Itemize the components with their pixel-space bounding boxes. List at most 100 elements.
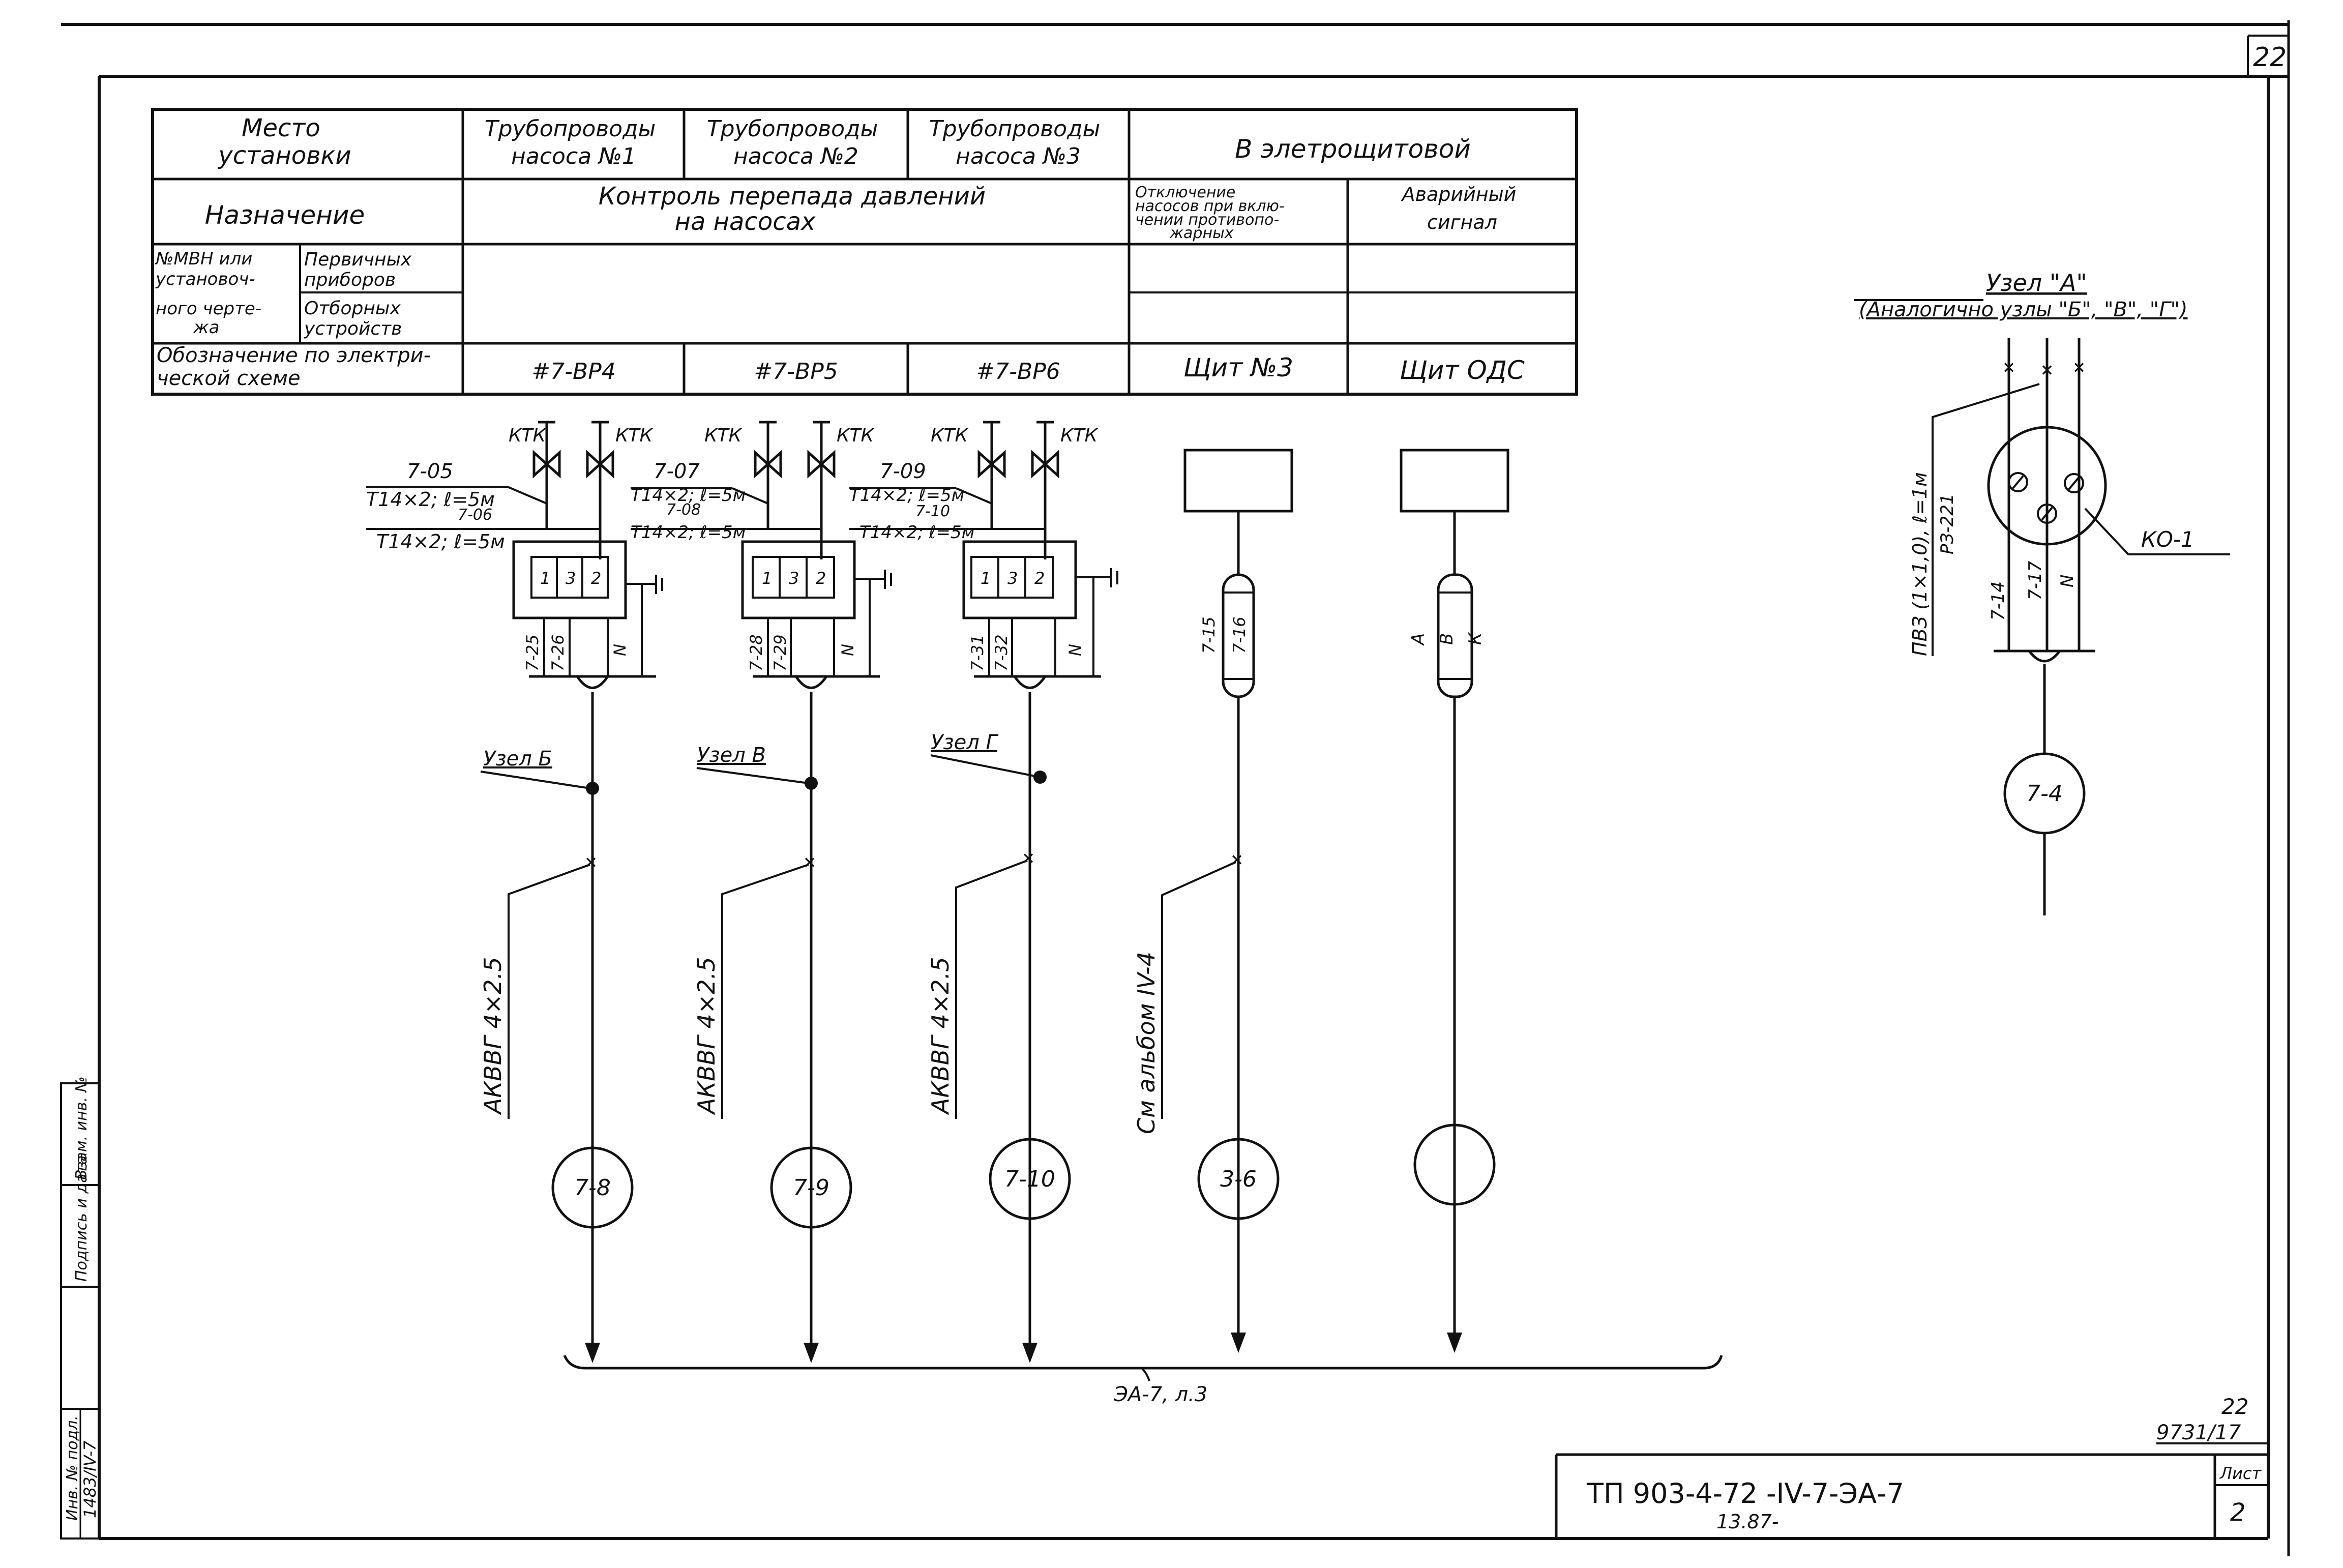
wire-label: А <box>1408 633 1429 646</box>
channel-4: 7-15 7-16 См альбом IV-4 × 3-6 <box>1133 449 1293 1353</box>
terminal-1: 1 <box>540 569 550 588</box>
node-dot <box>586 782 599 795</box>
stamp-inv-value: 1483/IV-7 <box>80 1440 100 1518</box>
row-selection-label-1: Отборных <box>304 298 401 319</box>
wire-label: В <box>1437 633 1457 645</box>
designation-3: #7-ВР6 <box>976 359 1060 384</box>
tube-2-id: 7-08 <box>666 501 701 519</box>
sheet-label: Лист <box>2219 1464 2262 1483</box>
instrument-circle <box>551 1146 634 1229</box>
row-place-label-2: установки <box>217 141 351 170</box>
node-label: Узел Б <box>483 747 552 771</box>
terminal-2: 2 <box>816 569 826 588</box>
row-place-label-1: Место <box>242 114 320 142</box>
archive-number: 9731/17 <box>2156 1421 2241 1444</box>
wire-label: 7-32 <box>992 634 1011 671</box>
col2-place-1: Трубопроводы <box>707 116 878 142</box>
wire-label: N <box>838 644 857 656</box>
node-a-detail: × × × <box>1854 299 2230 915</box>
terminal-2: 2 <box>1034 569 1045 588</box>
cable-label: См альбом IV-4 <box>1133 952 1160 1134</box>
stamp-inv-label: Инв. № подл. <box>64 1415 81 1521</box>
svg-text:×: × <box>585 850 597 874</box>
cable-label: АКВВГ 4×2.5 <box>479 957 507 1115</box>
node-a-circle-label: 7-4 <box>2026 781 2063 807</box>
purpose-col4-3: чении противопо- <box>1135 211 1279 229</box>
arrow-down-icon <box>585 1343 600 1363</box>
panel-box <box>1400 449 1509 513</box>
col3-place-1: Трубопроводы <box>929 116 1101 142</box>
valve-icon <box>586 421 614 559</box>
arrow-down-icon <box>804 1343 819 1363</box>
row-designation-label-1: Обозначение по электри- <box>157 344 431 367</box>
title-block <box>1555 1442 2268 1539</box>
row-selection-label-2: устройств <box>304 318 402 339</box>
tube-1-spec: Т14×2; ℓ=5м <box>366 488 495 511</box>
instrument-box <box>962 540 1077 619</box>
valve-icon <box>532 421 561 529</box>
channel-5: А В К <box>1400 449 1509 1353</box>
node-label: Узел Г <box>931 731 999 754</box>
svg-text:№МВН или установоч- но: №МВН или установоч- ного черте- жа <box>155 249 267 338</box>
svg-text:Отключение насосов при вкл: Отключение насосов при вклю- чении проти… <box>1135 184 1289 242</box>
tube-2-spec: Т14×2; ℓ=5м <box>631 522 746 543</box>
channel-2: КТК КТК 7-07 Т14×2; ℓ=5м 7-08 Т14×2; ℓ=5… <box>631 421 892 1363</box>
instrument-circle <box>770 1146 852 1229</box>
corner-numbers: 22 <box>2221 1394 2248 1419</box>
wire-label: 7-17 <box>2025 560 2045 600</box>
col3-place-2: насоса №3 <box>956 143 1081 169</box>
tube-1-spec: Т14×2; ℓ=5м <box>631 485 746 506</box>
tube-2-spec: Т14×2; ℓ=5м <box>376 530 505 553</box>
output-bus <box>563 1354 1723 1381</box>
svg-text:Аварийный сигнал: Аварийный сигнал <box>1401 183 1523 233</box>
cable-label: АКВВГ 4×2.5 <box>693 957 720 1115</box>
designation-4: Щит №3 <box>1183 353 1293 382</box>
terminal-2: 2 <box>591 569 601 588</box>
svg-text:×: × <box>2073 356 2085 379</box>
node-a-title: Узел "А" <box>1986 269 2087 297</box>
tube-2-id: 7-10 <box>915 502 950 520</box>
wire-label: 7-28 <box>747 634 766 671</box>
wire-label: 7-14 <box>1988 581 2008 620</box>
tube-1-id: 7-07 <box>654 460 700 483</box>
junction-box-icon <box>1987 426 2107 546</box>
row-mvn-label-3: ного черте- <box>156 299 261 319</box>
instrument-circle-label: 7-10 <box>1004 1166 1055 1192</box>
valve-label: КТК <box>837 425 875 446</box>
terminal-3: 3 <box>1007 569 1018 588</box>
tube-1-id: 7-09 <box>880 460 926 483</box>
spec-table <box>151 108 1578 396</box>
wire-label: N <box>1065 644 1085 656</box>
col2-place-2: насоса №2 <box>733 143 858 169</box>
svg-text:Трубопроводы насоса №1: Трубопроводы насоса №1 <box>485 116 663 169</box>
tube-1-id: 7-05 <box>407 460 453 483</box>
sheet-number: 2 <box>2230 1498 2246 1527</box>
designation-2: #7-ВР5 <box>754 359 838 384</box>
svg-text:Обозначение по электри- че: Обозначение по электри- ческой схеме <box>157 344 437 390</box>
svg-text:Место установки: Место установки <box>217 114 351 170</box>
node-dot <box>1033 771 1047 784</box>
valve-icon <box>754 421 782 529</box>
valve-label: КТК <box>931 425 969 446</box>
terminal-3: 3 <box>566 569 576 588</box>
terminal-1: 1 <box>981 569 991 588</box>
instrument-circle <box>1197 1138 1280 1220</box>
arrow-down-icon <box>1447 1333 1462 1353</box>
row-mvn-label-4: жа <box>193 317 219 338</box>
purpose-col4-2: насосов при вклю- <box>1135 197 1285 215</box>
terminal-1: 1 <box>762 569 772 588</box>
valve-icon <box>1031 421 1059 559</box>
wire-label: К <box>1465 632 1486 645</box>
node-a-box-label: КО-1 <box>2141 527 2194 552</box>
sheet-frame <box>61 20 2290 1556</box>
wire-label: 7-15 <box>1199 616 1219 654</box>
purpose-col4-1: Отключение <box>1135 184 1235 201</box>
page-number: 22 <box>2253 42 2287 73</box>
col1-place-2: насоса №1 <box>511 143 636 169</box>
col1-place-1: Трубопроводы <box>485 116 656 142</box>
row-mvn-label-1: №МВН или <box>155 249 252 269</box>
valve-icon <box>977 421 1006 529</box>
instrument-circle-label: 7-8 <box>574 1175 611 1201</box>
row-primary-label-1: Первичных <box>304 249 412 270</box>
